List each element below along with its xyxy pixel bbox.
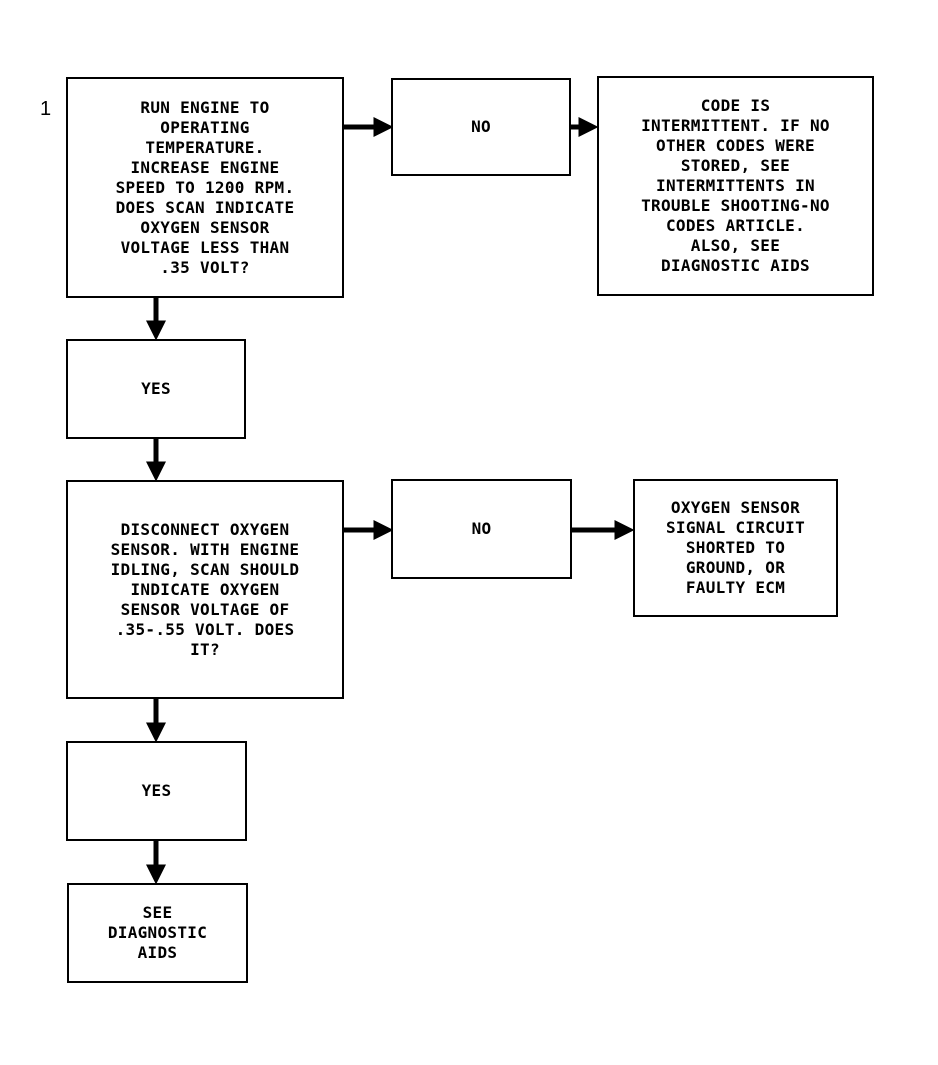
answer-label-yes-2: YES [141, 781, 172, 800]
answer-box-yes-1: YES [66, 339, 246, 439]
answer-label-no-2: NO [471, 519, 492, 538]
question-text-engine-temp: RUN ENGINE TO OPERATING TEMPERATURE. INC… [115, 97, 295, 277]
result-text-see-diagnostic-aids: SEE DIAGNOSTIC AIDS [107, 903, 208, 962]
answer-box-no-1: NO [391, 78, 571, 176]
answer-label-yes-1: YES [141, 379, 171, 398]
question-box-engine-temp: RUN ENGINE TO OPERATING TEMPERATURE. INC… [66, 77, 344, 298]
answer-box-yes-2: YES [66, 741, 247, 841]
result-text-intermittent: CODE IS INTERMITTENT. IF NO OTHER CODES … [641, 96, 830, 275]
step-number: 1 [40, 98, 52, 120]
result-box-shorted-circuit: OXYGEN SENSOR SIGNAL CIRCUIT SHORTED TO … [633, 479, 838, 617]
result-box-see-diagnostic-aids: SEE DIAGNOSTIC AIDS [67, 883, 248, 983]
result-text-shorted-circuit: OXYGEN SENSOR SIGNAL CIRCUIT SHORTED TO … [665, 498, 806, 597]
question-text-disconnect-sensor: DISCONNECT OXYGEN SENSOR. WITH ENGINE ID… [110, 519, 300, 659]
question-box-disconnect-sensor: DISCONNECT OXYGEN SENSOR. WITH ENGINE ID… [66, 480, 344, 699]
answer-label-no-1: NO [471, 117, 491, 136]
answer-box-no-2: NO [391, 479, 572, 579]
result-box-intermittent: CODE IS INTERMITTENT. IF NO OTHER CODES … [597, 76, 874, 296]
